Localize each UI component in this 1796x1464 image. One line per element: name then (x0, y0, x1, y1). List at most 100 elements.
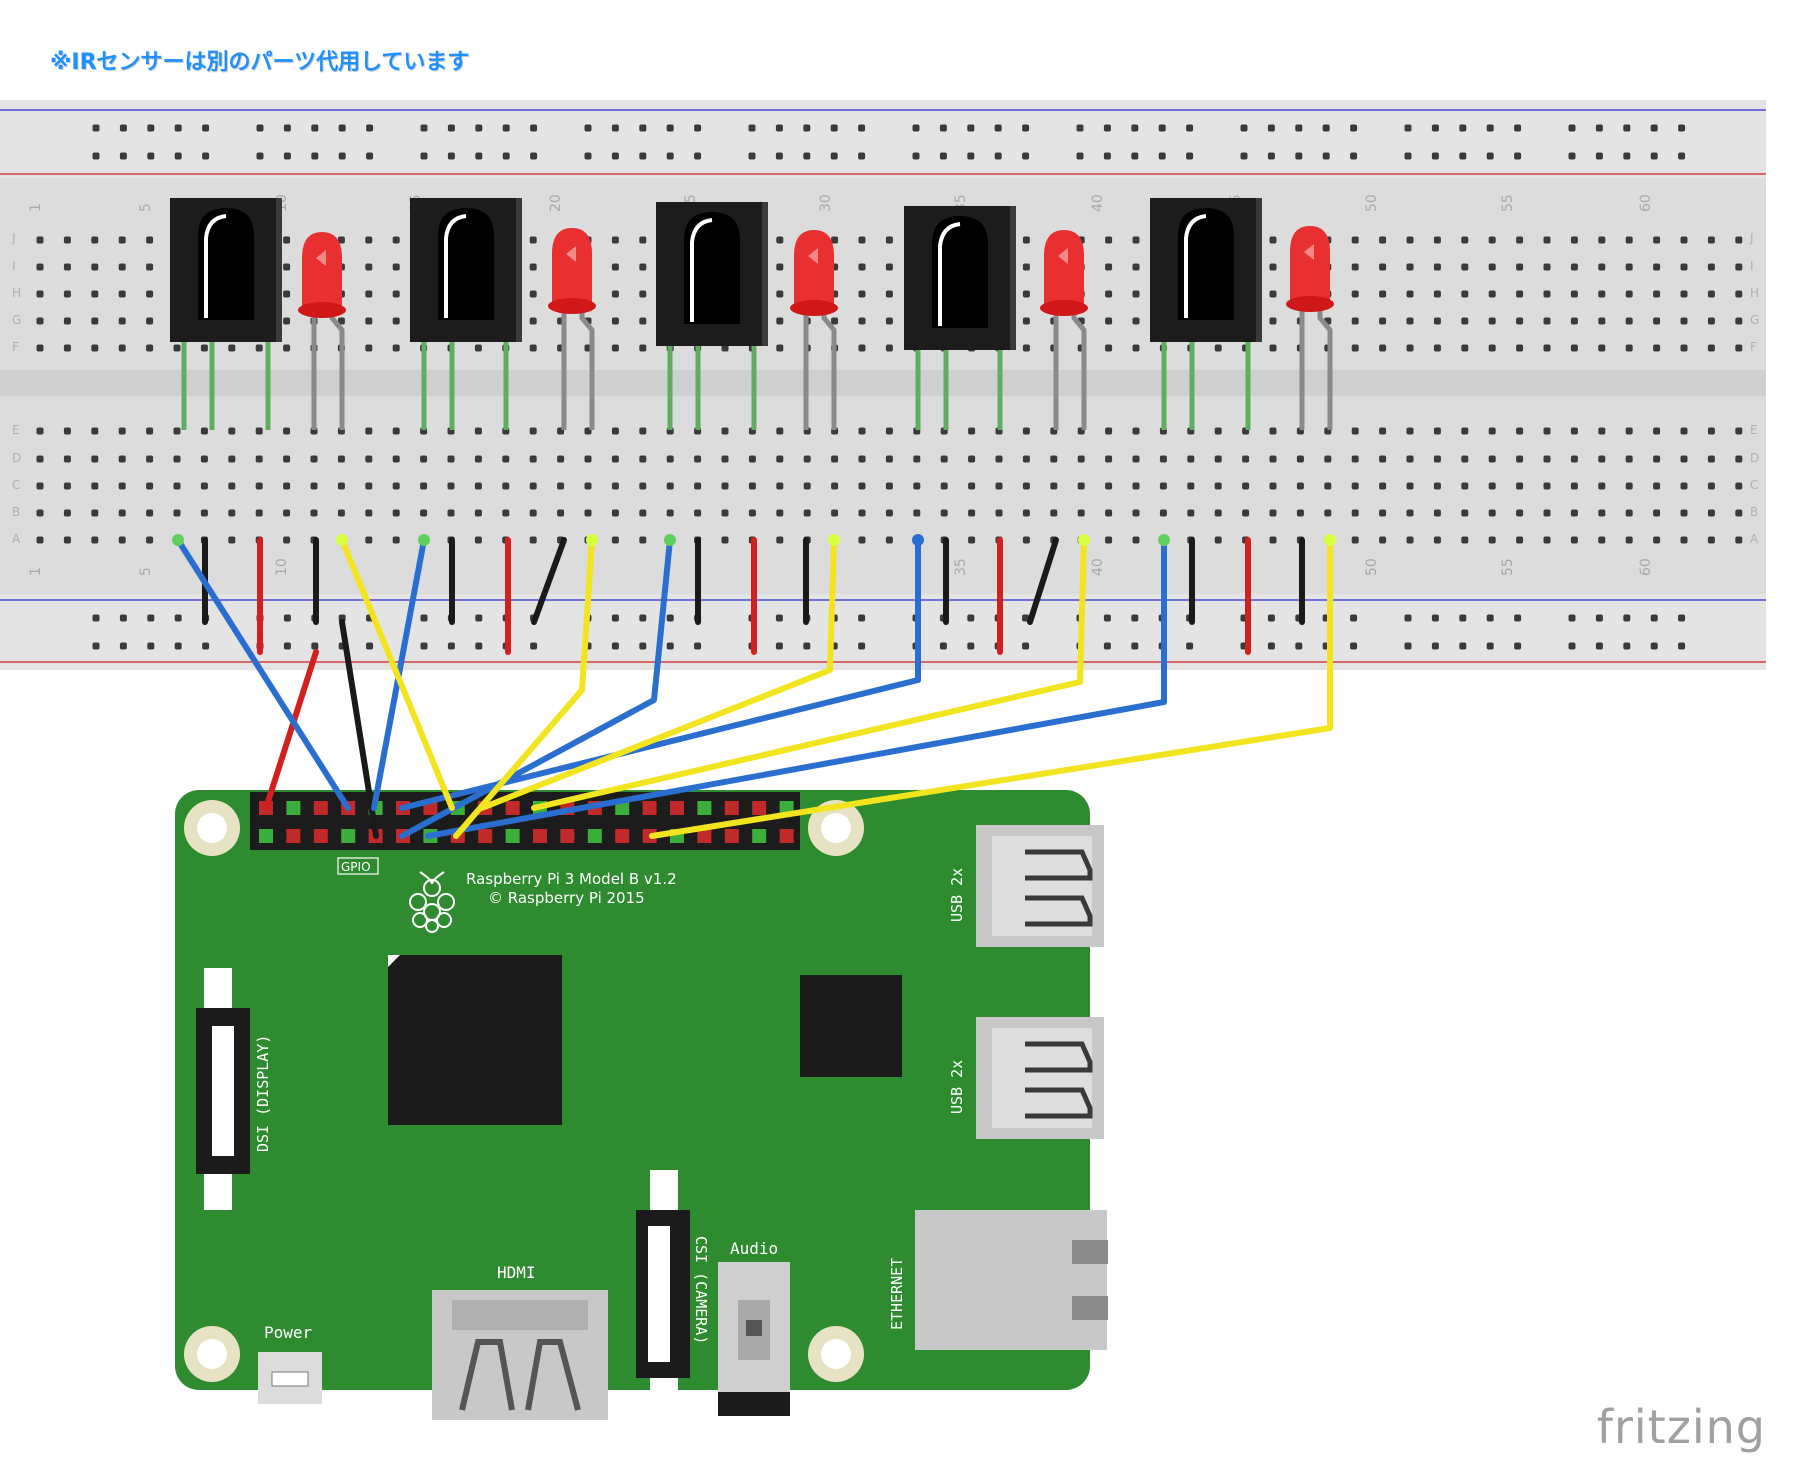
breadboard-hole (420, 482, 428, 490)
breadboard-hole (639, 263, 647, 271)
breadboard-hole (1735, 455, 1743, 463)
breadboard-hole (91, 427, 99, 435)
breadboard-hole (1379, 317, 1387, 325)
audio-label: Audio (730, 1239, 778, 1258)
breadboard-hole (639, 642, 647, 650)
breadboard-hole (447, 152, 455, 160)
breadboard-hole (146, 455, 154, 463)
row-letter: G (1750, 313, 1759, 327)
breadboard-hole (1486, 124, 1494, 132)
breadboard-hole (611, 344, 619, 352)
breadboard-hole (36, 236, 44, 244)
breadboard-hole (1461, 427, 1469, 435)
breadboard-hole (1132, 263, 1140, 271)
breadboard-hole (447, 509, 455, 517)
breadboard-hole (1296, 455, 1304, 463)
breadboard-hole (91, 482, 99, 490)
breadboard-hole (775, 152, 783, 160)
breadboard-hole (200, 427, 208, 435)
gpio-pin (313, 829, 328, 843)
breadboard-hole (337, 317, 345, 325)
breadboard-hole (1404, 642, 1412, 650)
breadboard-hole (420, 509, 428, 517)
breadboard-hole (36, 482, 44, 490)
gpio-pin (341, 829, 356, 843)
breadboard-hole (147, 642, 155, 650)
breadboard-hole (1186, 124, 1194, 132)
row-letter: A (1750, 532, 1759, 546)
breadboard-hole (1486, 152, 1494, 160)
breadboard-hole (858, 344, 866, 352)
column-number: 60 (1638, 194, 1654, 212)
gpio-pin (724, 801, 739, 815)
breadboard-hole (1269, 509, 1277, 517)
breadboard-hole (721, 536, 729, 544)
breadboard-hole (173, 344, 181, 352)
breadboard-hole (913, 482, 921, 490)
breadboard-hole (1406, 509, 1414, 517)
breadboard-hole (1379, 263, 1387, 271)
breadboard-hole (1022, 642, 1030, 650)
breadboard-hole (1595, 614, 1603, 622)
breadboard-hole (1461, 455, 1469, 463)
breadboard-hole (1598, 536, 1606, 544)
breadboard-hole (1653, 536, 1661, 544)
breadboard-hole (1296, 482, 1304, 490)
breadboard-hole (1543, 344, 1551, 352)
breadboard-hole (1379, 344, 1387, 352)
row-letter: H (12, 286, 21, 300)
breadboard-hole (1625, 509, 1633, 517)
gpio-pin (697, 801, 712, 815)
breadboard-hole (831, 317, 839, 325)
wire-gnd (339, 619, 379, 839)
breadboard-hole (1214, 509, 1222, 517)
breadboard-hole (1707, 236, 1715, 244)
breadboard-hole (1461, 263, 1469, 271)
breadboard-hole (721, 509, 729, 517)
breadboard-hole (475, 124, 483, 132)
wire-vcc (263, 649, 319, 811)
breadboard-hole (36, 317, 44, 325)
breadboard-hole (557, 509, 565, 517)
row-letter: B (1750, 505, 1758, 519)
breadboard-hole (1406, 536, 1414, 544)
breadboard-hole (584, 152, 592, 160)
breadboard-hole (1570, 536, 1578, 544)
breadboard-hole (119, 152, 127, 160)
row-letter: C (1750, 478, 1758, 492)
breadboard-hole (1433, 455, 1441, 463)
breadboard-hole (92, 614, 100, 622)
breadboard-hole (1653, 263, 1661, 271)
breadboard-hole (1404, 152, 1412, 160)
breadboard-hole (529, 344, 537, 352)
column-number: 35 (953, 558, 969, 576)
breadboard-hole (1516, 263, 1524, 271)
breadboard-hole (968, 427, 976, 435)
breadboard-hole (1022, 614, 1030, 622)
breadboard-hole (694, 642, 702, 650)
breadboard-hole (885, 509, 893, 517)
breadboard-hole (365, 263, 373, 271)
breadboard-hole (474, 482, 482, 490)
breadboard-hole (63, 509, 71, 517)
ethernet-label: ETHERNET (888, 1258, 906, 1330)
breadboard-hole (1269, 317, 1277, 325)
breadboard-hole (1514, 614, 1522, 622)
breadboard-hole (1350, 614, 1358, 622)
breadboard-hole (310, 455, 318, 463)
breadboard-hole (1267, 614, 1275, 622)
breadboard-hole (1488, 482, 1496, 490)
breadboard-hole (776, 344, 784, 352)
breadboard-hole (63, 290, 71, 298)
breadboard-hole (1433, 482, 1441, 490)
breadboard-hole (694, 482, 702, 490)
usb-label-2: USB 2x (948, 1060, 966, 1114)
breadboard-hole (529, 509, 537, 517)
breadboard-hole (1431, 642, 1439, 650)
breadboard-hole (666, 642, 674, 650)
sensor-2 (656, 202, 768, 430)
breadboard-hole (256, 124, 264, 132)
breadboard-hole (502, 124, 510, 132)
breadboard-hole (1680, 509, 1688, 517)
breadboard-hole (365, 509, 373, 517)
